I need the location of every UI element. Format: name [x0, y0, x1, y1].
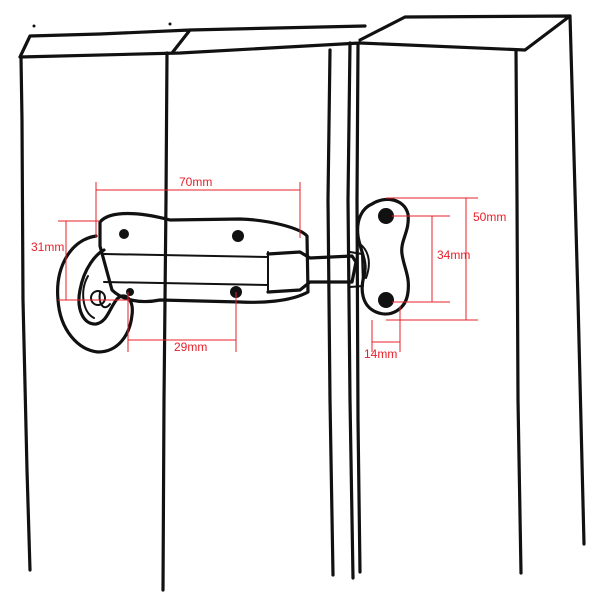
- dim-31-label: 31mm: [31, 240, 64, 254]
- barrel-bolt: [56, 211, 364, 354]
- keeper-screw: [378, 292, 394, 308]
- bolt-housing: [98, 211, 310, 304]
- screw-hole: [119, 229, 129, 239]
- board-gap-edge-right: [346, 41, 355, 580]
- bolt-rod-cap: [349, 251, 364, 288]
- left-board-top-edge: [18, 24, 367, 59]
- right-post-top: [358, 14, 572, 52]
- bolt-rod: [266, 250, 358, 294]
- dim-50-line: [386, 197, 478, 321]
- dim-70-label: 70mm: [179, 175, 212, 189]
- wooden-posts: [18, 14, 586, 592]
- keeper-plate: [356, 197, 410, 316]
- screw-hole: [126, 288, 134, 296]
- keeper-loop: [359, 243, 370, 279]
- right-post-side-edge: [568, 14, 586, 546]
- top-mark-dot: [168, 22, 172, 26]
- right-post-front-edge: [514, 48, 523, 575]
- dim-34-label: 34mm: [437, 248, 470, 262]
- dim-34-line: [392, 215, 450, 303]
- dim-29-line: [127, 292, 237, 352]
- keeper: [356, 197, 410, 316]
- handle-knob: [90, 290, 106, 306]
- right-post-left-edge: [355, 43, 362, 574]
- top-mark-dot: [32, 24, 36, 28]
- left-board-edge: [19, 55, 32, 572]
- dim-50-label: 50mm: [473, 210, 506, 224]
- keeper-screw: [378, 208, 394, 224]
- middle-board-edge: [161, 51, 169, 592]
- dim-70-line: [95, 182, 301, 238]
- board-gap-edge-left: [326, 48, 335, 577]
- screw-hole: [232, 230, 244, 242]
- bolt-barrel: [103, 251, 269, 291]
- dim-31-line: [58, 220, 130, 301]
- dim-14-label: 14mm: [364, 347, 397, 361]
- dim-29-label: 29mm: [174, 340, 207, 354]
- dim-14-line: [371, 306, 401, 352]
- dimension-lines: 70mm 31mm 29mm 50mm 34mm 14mm: [31, 175, 506, 361]
